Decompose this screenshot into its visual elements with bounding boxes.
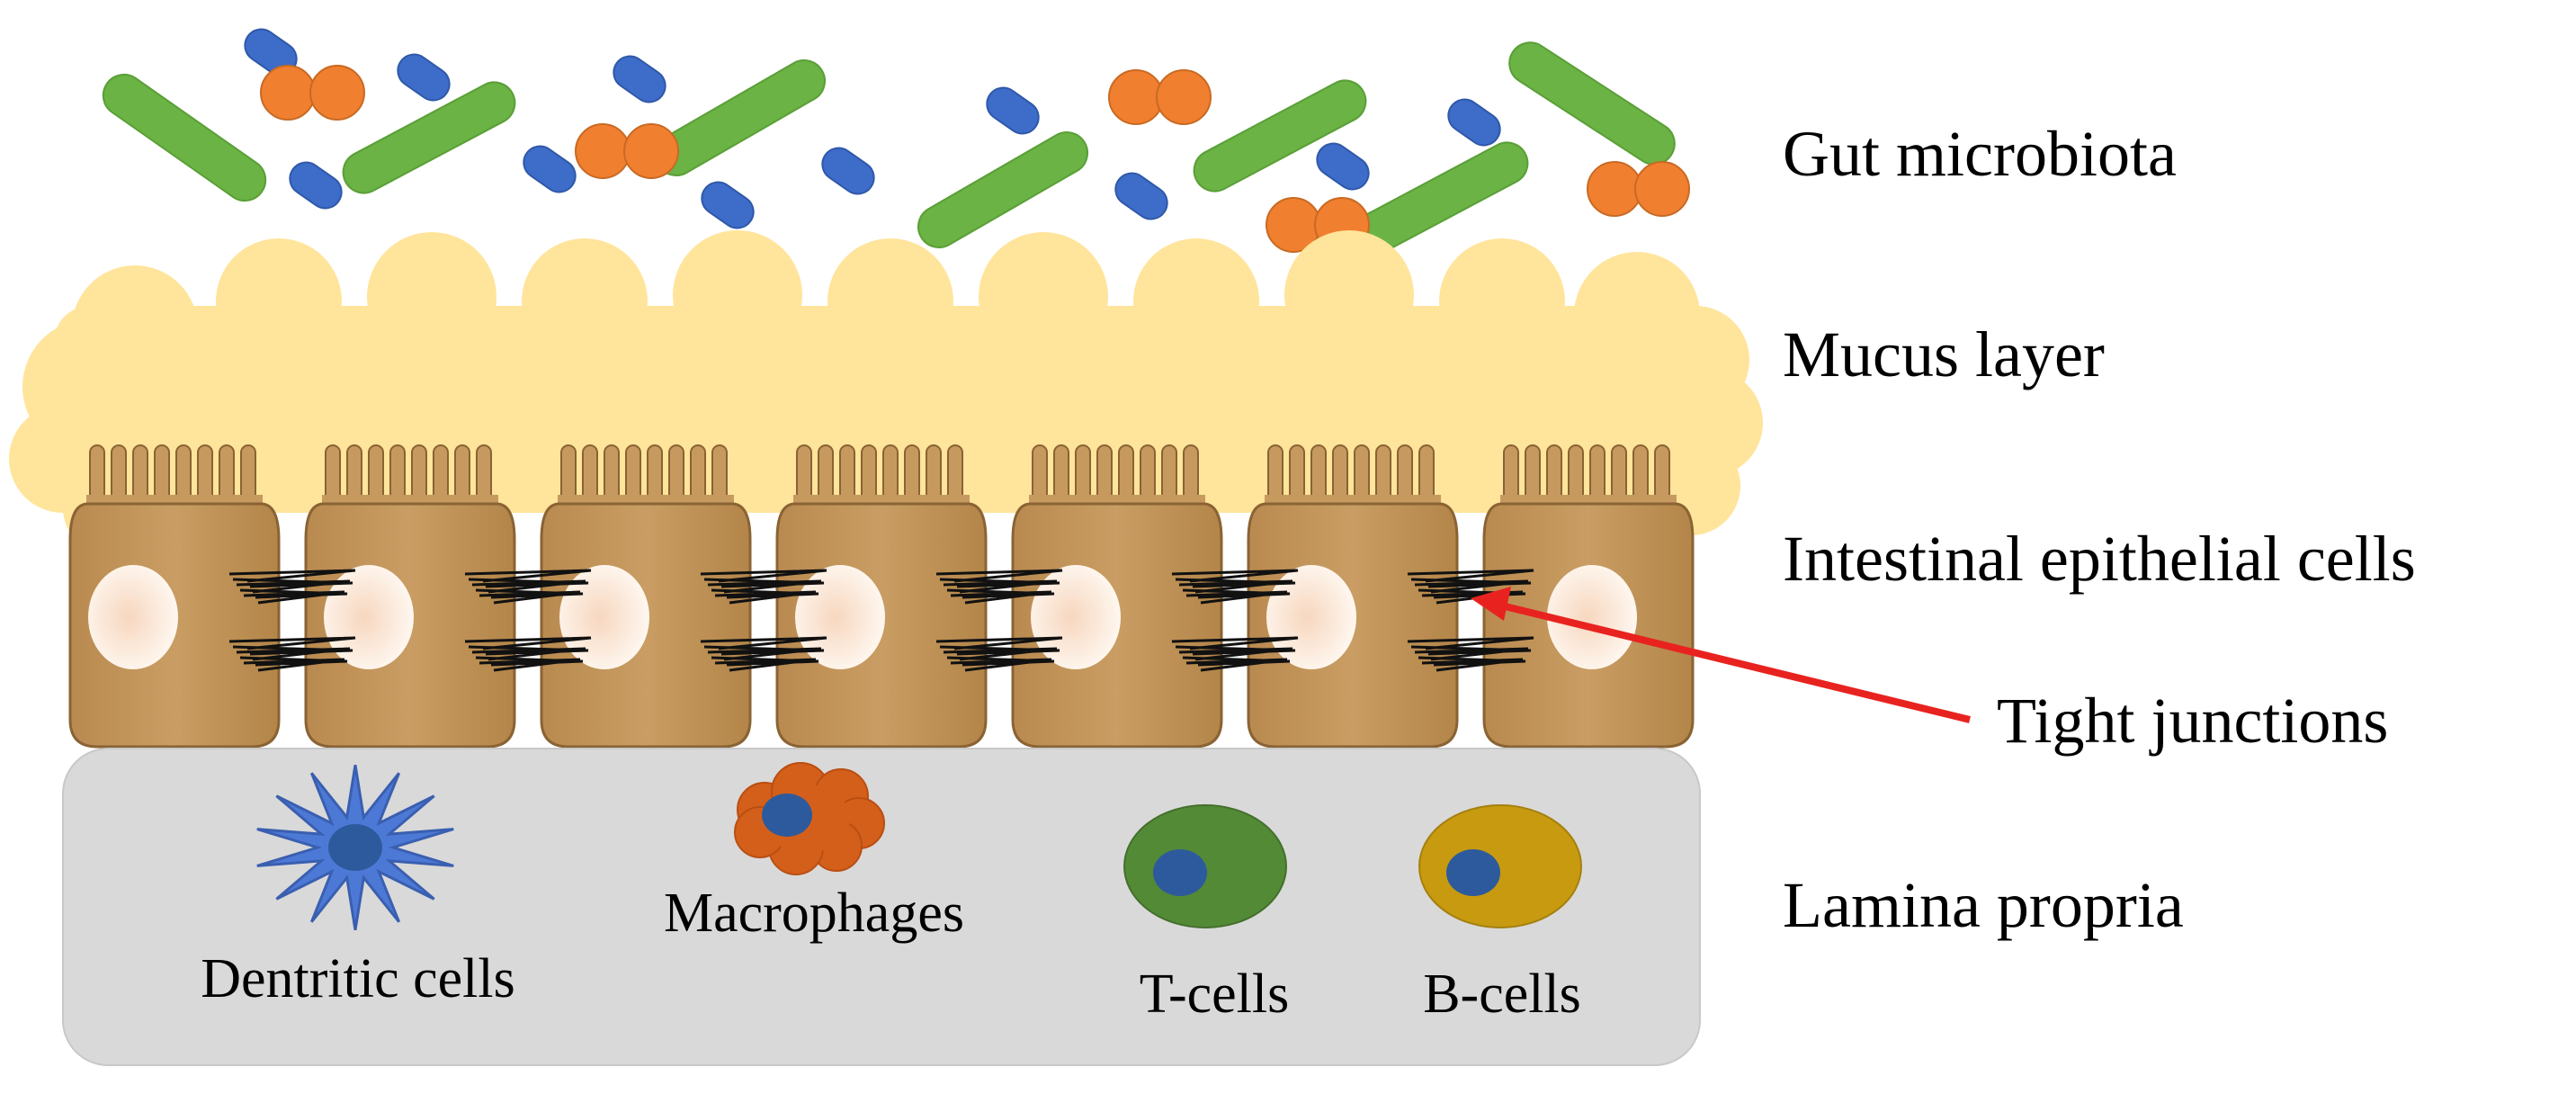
small-bacterium <box>1114 172 1168 220</box>
tight-junction <box>1171 569 1299 605</box>
epithelial-cell <box>1247 444 1459 749</box>
coccus <box>1587 161 1642 217</box>
cell-nucleus <box>1547 565 1637 669</box>
coccus <box>623 123 679 179</box>
tight-junction <box>228 636 356 672</box>
small-bacterium <box>613 55 666 103</box>
coccus <box>1156 69 1212 125</box>
epithelial-cell <box>1011 444 1223 749</box>
cell-nucleus <box>559 565 649 669</box>
small-bacterium <box>523 145 577 193</box>
lamina-propria <box>62 748 1701 1066</box>
rod-bacterium <box>342 81 516 194</box>
dendritic-cell <box>256 764 454 931</box>
mucus-layer-label: Mucus layer <box>1783 318 2105 390</box>
gut-microbiota-label: Gut microbiota <box>1783 118 2177 190</box>
tight-junctions <box>228 569 1534 672</box>
t-cell <box>1123 804 1287 928</box>
cell-nucleus <box>324 565 414 669</box>
cell-nucleus <box>795 565 885 669</box>
tight-junction <box>1407 569 1534 605</box>
coccus <box>1108 69 1164 125</box>
tight-junctions-arrow <box>1471 587 1971 723</box>
gut-microbiota-group <box>102 28 1690 255</box>
coccus <box>1634 161 1690 217</box>
tight-junction <box>228 569 356 605</box>
macrophages-label: Macrophages <box>664 883 964 944</box>
cell-nucleus <box>88 565 178 669</box>
tight-junction <box>700 569 827 605</box>
microvilli <box>86 444 263 518</box>
epithelial-cell <box>304 444 516 749</box>
lamina-propria-label: Lamina propria <box>1783 869 2184 941</box>
tight-junction <box>935 569 1063 605</box>
intestinal-epithelial-cells <box>68 444 1695 749</box>
rod-bacterium <box>102 73 267 202</box>
small-bacterium <box>1316 142 1370 191</box>
b-cells-label: B-cells <box>1423 964 1581 1025</box>
rod-bacterium <box>1508 41 1676 166</box>
cell-nucleus <box>1266 565 1356 669</box>
cell-nucleus <box>1031 565 1121 669</box>
tight-junction <box>1171 636 1299 672</box>
coccus <box>309 65 365 121</box>
epithelial-cell <box>540 444 752 749</box>
coccus <box>575 123 631 179</box>
small-bacterium <box>397 53 451 102</box>
small-bacterium <box>986 86 1040 135</box>
small-bacterium <box>701 181 755 229</box>
macrophage-cell <box>734 762 885 875</box>
mucus-layer <box>9 230 1763 553</box>
epithelial-cell <box>775 444 988 749</box>
small-bacteria <box>244 28 1501 229</box>
coccus <box>260 65 316 121</box>
small-bacterium <box>1447 98 1501 147</box>
tight-junctions-label: Tight junctions <box>1997 685 2388 757</box>
tight-junction <box>464 569 592 605</box>
rod-bacterium <box>917 131 1089 248</box>
epithelial-cells-label: Intestinal epithelial cells <box>1783 523 2416 595</box>
rod-bacteria <box>102 41 1676 255</box>
microvilli <box>793 444 970 518</box>
tight-junction <box>1407 636 1534 672</box>
small-bacterium <box>821 147 875 195</box>
rod-bacterium <box>1193 79 1367 193</box>
b-cell <box>1418 804 1582 928</box>
tight-junction <box>700 636 827 672</box>
tight-junction <box>464 636 592 672</box>
small-bacterium <box>289 161 343 210</box>
epithelial-cell <box>68 444 281 749</box>
t-cells-label: T-cells <box>1140 964 1289 1025</box>
tight-junction <box>935 636 1063 672</box>
dendritic-cells-label: Dentritic cells <box>201 948 514 1009</box>
